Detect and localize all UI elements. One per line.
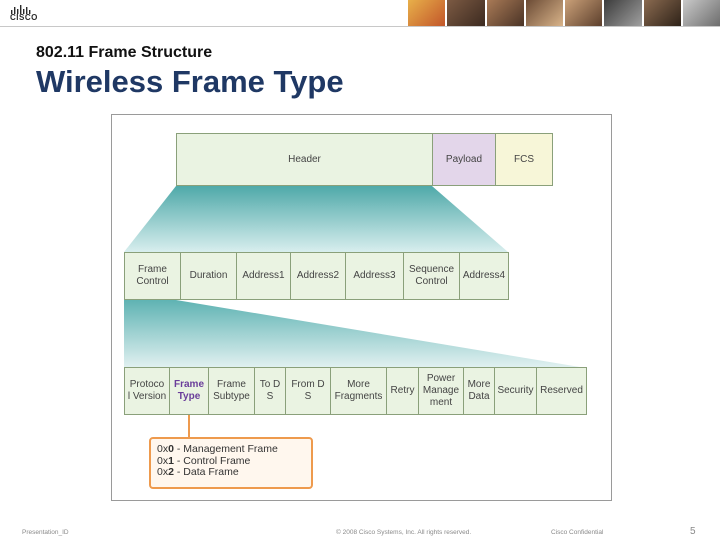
banner-photo [525, 0, 563, 26]
field-label-line: Address2 [296, 270, 340, 281]
header-cell: Header [176, 133, 433, 186]
payload-cell: Payload [432, 133, 496, 186]
field-label-line: Address1 [242, 270, 285, 281]
subfield-label-line: S [266, 391, 274, 402]
subfield-label-line: Frame [217, 379, 246, 390]
subfield-label-line: More [467, 379, 491, 390]
banner-photo [682, 0, 720, 26]
field-label-line: Control [415, 276, 448, 287]
subfield-label-line: More [347, 379, 370, 390]
field-address4: Address4 [459, 252, 509, 300]
banner-photo-strip [408, 0, 720, 26]
subfield-more-data: More Data [463, 367, 495, 415]
header-expansion-funnel [124, 186, 508, 252]
field-label-line: Sequence [408, 264, 455, 275]
banner-divider [0, 26, 720, 27]
fcs-cell: FCS [495, 133, 553, 186]
payload-cell-label: Payload [445, 153, 483, 165]
subfield-label-line: Frame [173, 379, 204, 390]
subfield-label-line: l Version [127, 391, 167, 402]
frame-control-expansion-funnel [124, 300, 586, 368]
subfield-label-line: ment [429, 397, 453, 408]
subfield-label-line: S [304, 391, 312, 402]
subfield-retry: Retry [386, 367, 419, 415]
banner-photo [604, 0, 642, 26]
subfield-label-line: Type [177, 391, 201, 402]
logo-wordmark: CISCO [10, 13, 38, 22]
banner-photo [408, 0, 446, 26]
subfield-label-line: To D [259, 379, 281, 390]
field-address1: Address1 [236, 252, 291, 300]
subfield-label-line: Reserved [540, 385, 583, 396]
fcs-cell-label: FCS [514, 153, 534, 165]
subfield-label-line: Subtype [213, 391, 250, 402]
callout-text: - Control Frame [173, 454, 251, 467]
subfield-reserved: Reserved [536, 367, 587, 415]
subfield-label-line: Data [468, 391, 490, 402]
subfield-label-line: From D [291, 379, 325, 390]
field-address2: Address2 [290, 252, 346, 300]
page-number: 5 [690, 526, 696, 537]
subfield-more-fragments: More Fragments [330, 367, 387, 415]
frame-structure-diagram [124, 186, 586, 368]
field-label-line: Duration [189, 270, 228, 281]
cisco-logo-icon [11, 5, 31, 14]
footer-confidential: Cisco Confidential [551, 529, 604, 536]
hex-prefix: 0x [157, 443, 169, 455]
subfield-protocol-version: Protoco l Version [124, 367, 170, 415]
hex-value: 1 [168, 454, 174, 467]
banner-photo [447, 0, 485, 26]
field-label-line: Frame [138, 264, 167, 275]
field-frame-control: Frame Control [124, 252, 181, 300]
frame-type-values-callout: 0x0 - Management Frame 0x1 - Control Fra… [149, 437, 313, 489]
banner-photo [486, 0, 524, 26]
hex-prefix: 0x [157, 466, 169, 478]
callout-text: - Data Frame [173, 466, 239, 478]
subfield-security: Security [494, 367, 537, 415]
subfield-frame-type: Frame Type [169, 367, 209, 415]
hex-value: 0 [168, 443, 174, 455]
footer-presentation-id: Presentation_ID [22, 529, 69, 536]
slide-title: Wireless Frame Type [36, 64, 344, 99]
slide-subtitle: 802.11 Frame Structure [36, 44, 213, 61]
callout-line-data: 0x2 - Data Frame [157, 466, 305, 479]
banner-photo [565, 0, 603, 26]
field-address3: Address3 [345, 252, 404, 300]
subfield-to-ds: To D S [254, 367, 286, 415]
subfield-label-line: Protoco [129, 379, 165, 390]
callout-text: - Management Frame [173, 443, 278, 455]
subfield-frame-subtype: Frame Subtype [208, 367, 255, 415]
callout-line-management: 0x0 - Management Frame [157, 443, 305, 456]
frame-type-connector [188, 415, 190, 437]
subfield-label-line: Manage [422, 385, 460, 396]
banner-photo [643, 0, 681, 26]
field-sequence-control: Sequence Control [403, 252, 460, 300]
hex-value: 2 [168, 466, 174, 478]
field-label-line: Address4 [462, 270, 506, 281]
subfield-from-ds: From D S [285, 367, 331, 415]
hex-prefix: 0x [157, 454, 169, 467]
footer-copyright: © 2008 Cisco Systems, Inc. All rights re… [336, 529, 472, 536]
field-duration: Duration [180, 252, 237, 300]
callout-line-control: 0x1 - Control Frame [157, 454, 305, 468]
subfield-power-management: Power Manage ment [418, 367, 464, 415]
subfield-label-line: Power [426, 373, 456, 384]
header-cell-label: Header [288, 153, 321, 165]
top-banner: CISCO [0, 0, 720, 27]
subfield-label-line: Retry [390, 385, 415, 396]
field-label-line: Address3 [353, 270, 396, 281]
subfield-label-line: Fragments [334, 391, 383, 402]
field-label-line: Control [136, 276, 169, 287]
subfield-label-line: Security [497, 385, 534, 396]
